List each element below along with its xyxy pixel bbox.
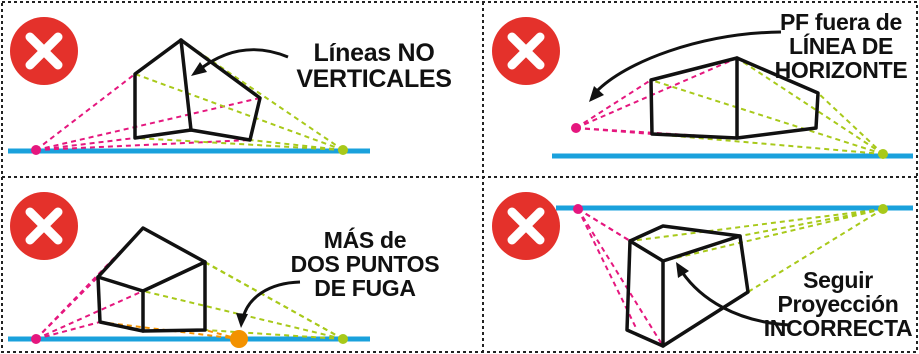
panel-bottom-right — [492, 192, 913, 348]
caption-line: HORIZONTE — [774, 57, 908, 84]
error-x-icon — [10, 192, 78, 260]
right-vanishing-lines — [629, 208, 884, 293]
right-vanishing-point — [878, 149, 888, 159]
caption-top-left: Líneas NO VERTICALES — [286, 40, 462, 93]
left-vanishing-point — [571, 123, 581, 133]
error-x-icon — [492, 192, 560, 260]
caption-bottom-right: Seguir Proyección INCORRECTA — [760, 267, 916, 342]
cube — [625, 224, 750, 348]
cube — [133, 38, 262, 142]
caption-line: VERTICALES — [296, 65, 452, 94]
curved-arrow-icon — [676, 262, 791, 327]
caption-line: DE FUGA — [314, 275, 416, 302]
caption-line: PF fuera de — [780, 9, 902, 35]
right-vanishing-point — [878, 204, 888, 214]
extra-vanishing-lines — [99, 321, 240, 340]
panel-bottom-left — [8, 192, 370, 348]
left-vanishing-point — [31, 334, 41, 344]
caption-line: Seguir — [803, 267, 873, 293]
panel-top-right — [492, 17, 913, 159]
error-x-icon — [10, 17, 78, 85]
cube — [649, 56, 820, 140]
caption-line: INCORRECTA — [763, 315, 913, 342]
left-vanishing-point — [31, 145, 41, 155]
left-vanishing-lines — [35, 73, 261, 151]
panel-top-left — [8, 17, 370, 155]
caption-line: Líneas NO — [313, 39, 435, 67]
caption-line: MÁS de — [323, 227, 407, 253]
error-x-icon — [492, 17, 560, 85]
curved-arrow-icon — [589, 30, 782, 102]
left-vanishing-lines — [577, 208, 664, 347]
extra-vanishing-point — [230, 330, 248, 348]
right-vanishing-point — [338, 334, 348, 344]
curved-arrow-icon — [236, 280, 301, 328]
left-vanishing-lines — [575, 57, 738, 139]
curved-arrow-icon — [191, 48, 289, 76]
cube — [96, 226, 207, 333]
caption-line: Proyección — [777, 291, 899, 318]
caption-line: LÍNEA DE — [788, 33, 894, 60]
right-vanishing-point — [338, 145, 348, 155]
caption-top-right: PF fuera de LÍNEA DE HORIZONTE — [770, 9, 912, 84]
caption-bottom-left: MÁS de DOS PUNTOS DE FUGA — [290, 227, 440, 302]
caption-line: DOS PUNTOS — [290, 251, 440, 278]
left-vanishing-point — [573, 204, 583, 214]
